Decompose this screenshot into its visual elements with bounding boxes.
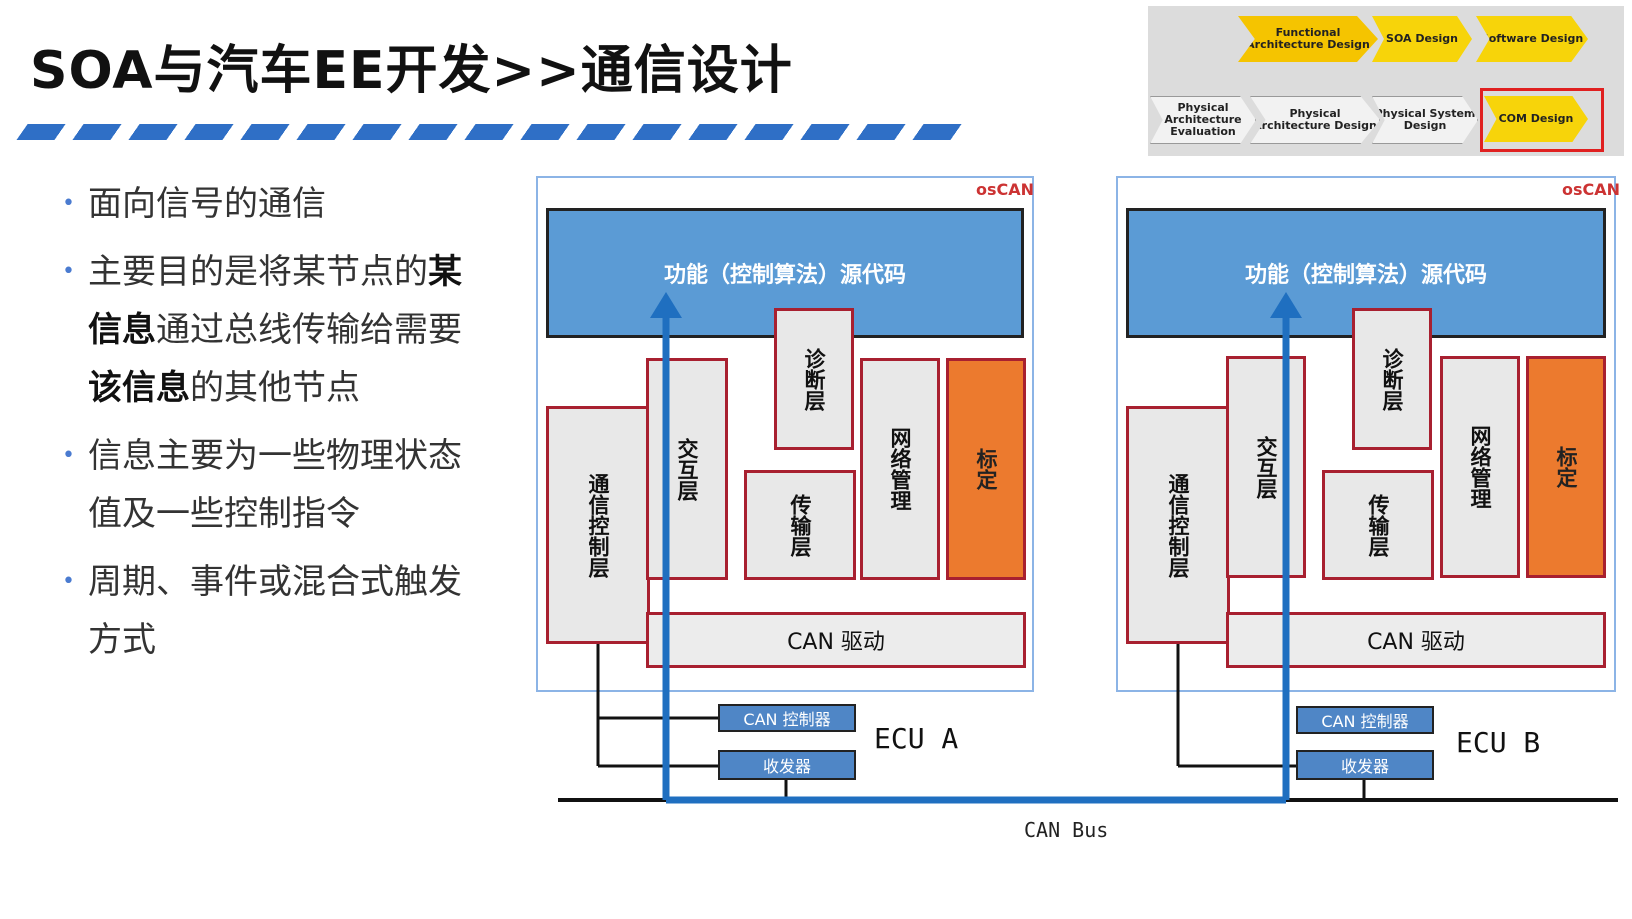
- can-bus-label: CAN Bus: [1024, 818, 1109, 842]
- process-step-physical-evaluation: Physical Architecture Evaluation: [1150, 96, 1256, 144]
- oscan-logo: osCAN: [976, 180, 1035, 199]
- ecu-a-network-management: 网络管理: [860, 358, 940, 580]
- bullet-item: • 主要目的是将某节点的某信息通过总线传输给需要该信息的其他节点: [58, 243, 488, 417]
- bullet-item: • 面向信号的通信: [58, 175, 488, 233]
- process-step-software-design: Software Design: [1476, 16, 1588, 62]
- bullet-text: 面向信号的通信: [88, 184, 326, 224]
- ecu-b-label: ECU B: [1456, 726, 1541, 759]
- ecu-a-function-code: 功能（控制算法）源代码: [546, 208, 1024, 338]
- ecu-b-comm-control-layer: 通信控制层: [1126, 406, 1230, 644]
- ecu-a-diagnostic-layer: 诊断层: [774, 308, 854, 450]
- oscan-logo: osCAN: [1562, 180, 1621, 199]
- ecu-a-interaction-layer: 交互层: [646, 358, 728, 580]
- ecu-b-calibration: 标定: [1526, 356, 1606, 578]
- page-title: SOA与汽车EE开发>>通信设计: [30, 41, 793, 101]
- ecu-a-can-controller: CAN 控制器: [718, 704, 856, 732]
- bullet-item: • 周期、事件或混合式触发方式: [58, 553, 488, 669]
- bullet-item: • 信息主要为一些物理状态值及一些控制指令: [58, 427, 488, 543]
- ecu-a-transport-layer: 传输层: [744, 470, 856, 580]
- ecu-a-transceiver: 收发器: [718, 750, 856, 780]
- bullet-list: • 面向信号的通信 • 主要目的是将某节点的某信息通过总线传输给需要该信息的其他…: [58, 175, 488, 679]
- bullet-dot-icon: •: [62, 443, 75, 468]
- ecu-b-can-controller: CAN 控制器: [1296, 706, 1434, 734]
- bullet-bold: 某信息: [88, 252, 462, 350]
- process-step-physical-system: Physical System Design: [1372, 96, 1478, 144]
- ecu-b-network-management: 网络管理: [1440, 356, 1520, 578]
- ecu-b-interaction-layer: 交互层: [1226, 356, 1306, 578]
- process-step-com-design: COM Design: [1484, 96, 1588, 142]
- process-step-functional-architecture: Functional Architecture Design: [1238, 16, 1378, 62]
- bullet-text-part: 通过总线传输给需要: [156, 310, 462, 350]
- bullet-text: 信息主要为一些物理状态值及一些控制指令: [88, 436, 462, 534]
- arrow-head-icon: [650, 292, 682, 318]
- bullet-text: 周期、事件或混合式触发方式: [88, 562, 462, 660]
- ecu-b-transport-layer: 传输层: [1322, 470, 1434, 580]
- ecu-a-can-driver: CAN 驱动: [646, 612, 1026, 668]
- ecu-a-calibration: 标定: [946, 358, 1026, 580]
- bullet-dot-icon: •: [62, 259, 75, 284]
- ecu-a-label: ECU A: [874, 722, 959, 755]
- bullet-dot-icon: •: [62, 569, 75, 594]
- ecu-b-transceiver: 收发器: [1296, 750, 1434, 780]
- bullet-text-part: 主要目的是将某节点的: [88, 252, 428, 292]
- bullet-text-part: 的其他节点: [190, 368, 360, 408]
- ecu-b-diagnostic-layer: 诊断层: [1352, 308, 1432, 450]
- process-step-soa-design: SOA Design: [1372, 16, 1472, 62]
- process-step-physical-architecture: Physical Architecture Design: [1250, 96, 1380, 144]
- arrow-head-icon: [1270, 292, 1302, 318]
- bullet-dot-icon: •: [62, 191, 75, 216]
- bullet-text: 主要目的是将某节点的某信息通过总线传输给需要该信息的其他节点: [88, 243, 488, 417]
- highlight-box: [1480, 88, 1604, 152]
- bullet-bold: 该信息: [88, 368, 190, 408]
